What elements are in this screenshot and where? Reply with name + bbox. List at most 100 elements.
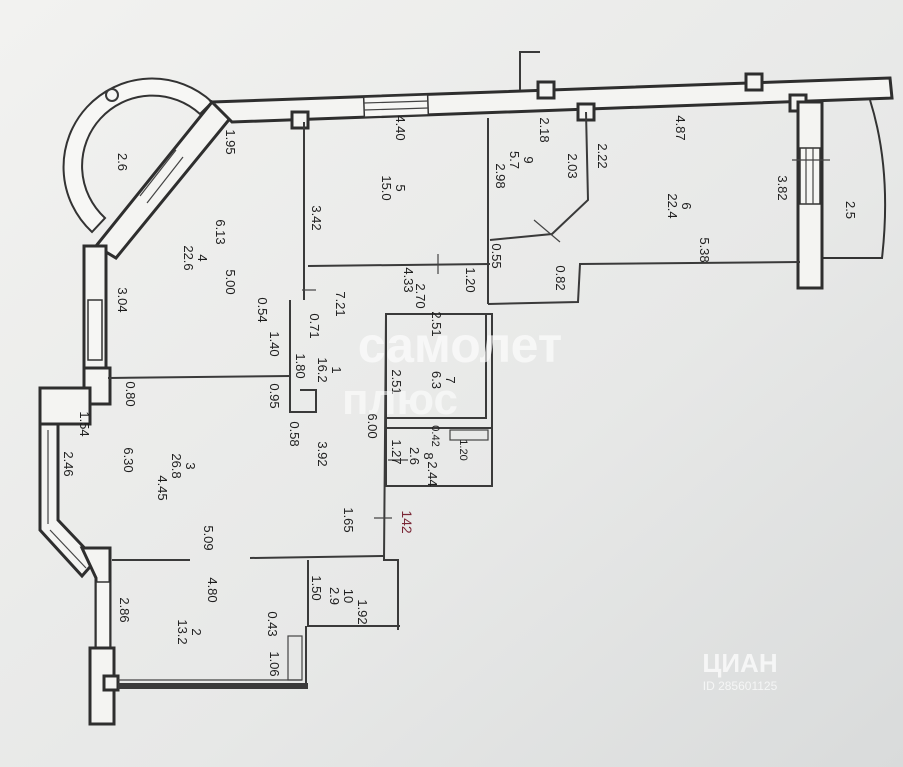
- dimension-label: 1.80: [293, 353, 308, 378]
- dimension-label: 6.00: [365, 413, 380, 438]
- wall-room2-top: [249, 555, 385, 559]
- dimension-label: 1.20: [457, 439, 469, 460]
- room-area: 2.9: [327, 587, 342, 605]
- dimension-label: 0.43: [265, 611, 280, 636]
- dimension-label: 2.86: [117, 597, 132, 622]
- watermark-line2: плюс: [342, 375, 458, 424]
- dimension-label: 0.58: [287, 421, 302, 446]
- dimension-label: 3.82: [775, 175, 790, 200]
- wall-corridor-left: [289, 300, 317, 413]
- room-number: 1: [329, 366, 344, 373]
- dimension-label: 2.51: [429, 311, 444, 336]
- room-area: 16.2: [315, 357, 330, 382]
- dimension-label: 5.00: [223, 269, 238, 294]
- room-label-5: 5 15.0: [379, 175, 408, 200]
- top-window: [362, 94, 430, 118]
- corridor-dimension: 142: [399, 510, 415, 534]
- dimension-label: 2.5: [843, 201, 858, 219]
- room-number: 9: [521, 156, 536, 163]
- dimension-label: 1.92: [355, 599, 370, 624]
- vent-shaft: [519, 51, 540, 90]
- dimension-label: 4.80: [205, 577, 220, 602]
- bay-window-column: [105, 88, 119, 102]
- room8-box: [385, 313, 493, 487]
- room-number: 10: [341, 589, 356, 603]
- left-window-lower: [95, 581, 111, 649]
- room-area: 22.6: [181, 245, 196, 270]
- wall-room3-top: [107, 375, 291, 379]
- dimension-label: 2.98: [493, 163, 508, 188]
- dimension-label: 7.21: [333, 291, 348, 316]
- dimension-label: 1.40: [267, 331, 282, 356]
- wall-corridor-top: [307, 263, 491, 267]
- dimension-label: 4.87: [673, 115, 688, 140]
- wall-column: [744, 72, 764, 92]
- dimension-label: 0.82: [553, 265, 568, 290]
- wall-column: [290, 110, 310, 130]
- room-number: 8: [421, 452, 436, 459]
- room-number: 3: [183, 462, 198, 469]
- wall-column: [102, 674, 120, 692]
- top-window-pane: [363, 100, 429, 104]
- dimension-label: 0.80: [123, 381, 138, 406]
- dimension-label: 0.71: [307, 313, 322, 338]
- dimension-label: 4.45: [155, 475, 170, 500]
- dimension-label: 3.04: [115, 287, 130, 312]
- room-number: 4: [195, 254, 210, 261]
- room-number: 2: [189, 628, 204, 635]
- watermark-line1: самолет: [358, 317, 563, 373]
- wall-corridor-right: [382, 313, 399, 630]
- room-label-8: 8 2.6: [407, 447, 436, 465]
- dimension-label: 0.55: [489, 243, 504, 268]
- dimension-label: 2.51: [389, 369, 404, 394]
- room-label-6: 6 22.4: [665, 193, 694, 218]
- dimension-label: 2.6: [115, 153, 130, 171]
- source-logo: ЦИАН: [702, 648, 777, 678]
- dimension-label: 1.95: [223, 129, 238, 154]
- left-window-mid: [49, 529, 87, 569]
- room-label-10: 10 2.9: [327, 587, 356, 605]
- room-label-1: 1 16.2: [315, 357, 344, 382]
- dimension-label: 6.13: [213, 219, 228, 244]
- dimension-label: 2.44: [425, 461, 440, 486]
- dimension-label: 1.20: [463, 267, 478, 292]
- room-area: 2.6: [407, 447, 422, 465]
- room-area: 13.2: [175, 619, 190, 644]
- dimension-label: 0.54: [255, 297, 270, 322]
- diagonal-window-pane: [139, 149, 177, 197]
- dimension-label: 5.38: [697, 237, 712, 262]
- dimension-label: 2.03: [565, 153, 580, 178]
- dimension-label: 4.40: [393, 115, 408, 140]
- room-label-4: 4 22.6: [181, 245, 210, 270]
- dimension-label: 3.92: [315, 441, 330, 466]
- dimension-label: 1.50: [309, 575, 324, 600]
- diagonal-window-pane: [146, 156, 184, 204]
- room-number: 6: [679, 202, 694, 209]
- dimension-label: 2.46: [61, 451, 76, 476]
- door-mark: [533, 219, 561, 243]
- dimension-label: 1.54: [77, 411, 92, 436]
- room-area: 15.0: [379, 175, 394, 200]
- room-area: 5.7: [507, 151, 522, 169]
- room-label-7: 7 6.3: [429, 371, 458, 389]
- dimension-label: 6.30: [121, 447, 136, 472]
- dimension-label: 1.65: [341, 507, 356, 532]
- top-window-pane: [363, 107, 429, 111]
- left-window-upper: [87, 299, 103, 361]
- dimension-label: 5.09: [201, 525, 216, 550]
- room-number: 5: [393, 184, 408, 191]
- room-label-2: 2 13.2: [175, 619, 204, 644]
- wall-room6-bottom: [487, 261, 801, 305]
- right-window: [799, 147, 821, 205]
- right-balcony: [820, 99, 887, 259]
- dimension-label: 0.42: [429, 425, 441, 446]
- room8-fixture: [449, 429, 489, 441]
- dimension-label: 2.70: [413, 283, 428, 308]
- dimension-label: 1.27: [389, 439, 404, 464]
- dimension-label: 0.95: [267, 383, 282, 408]
- left-pier: [38, 386, 92, 426]
- shower-fixture: [287, 635, 303, 681]
- dimension-label: 4.33: [401, 267, 416, 292]
